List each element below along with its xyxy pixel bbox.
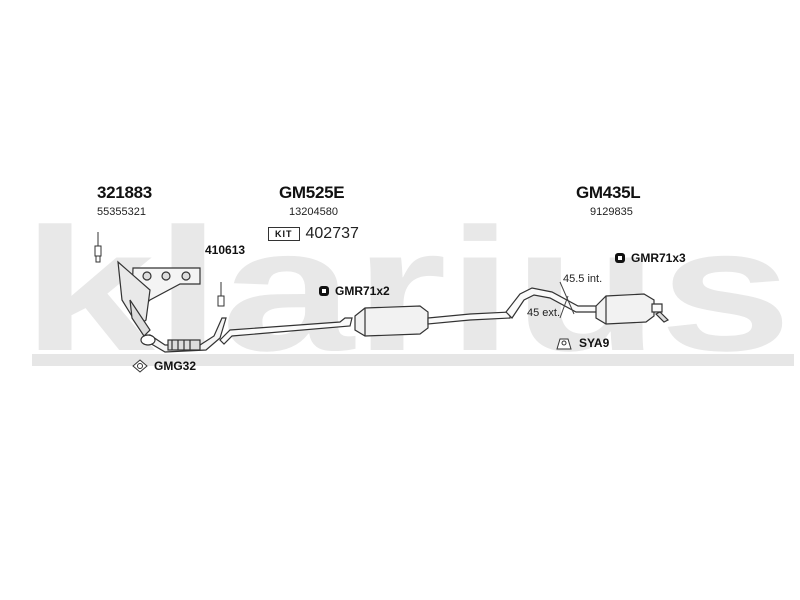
group-manifold: 321883 [97, 183, 152, 203]
mount-code: SYA9 [579, 336, 610, 350]
kit-label: KIT [268, 227, 300, 241]
oxygen-sensor-icon [217, 282, 225, 307]
lambda-sensor-icon [94, 232, 102, 263]
reference-number: 9129835 [590, 206, 633, 218]
centre-silencer-icon [354, 305, 511, 337]
rubber-mount-icon [556, 338, 572, 350]
gasket-label: GMG32 [132, 359, 196, 373]
manifold-catalyst-icon [117, 260, 201, 337]
part-number: GM525E [279, 183, 345, 202]
group-centre: GM525E [279, 183, 345, 203]
dimension-markers [559, 281, 575, 319]
clamp-icon [319, 286, 329, 296]
clamp-icon [615, 253, 625, 263]
front-pipe-icon [140, 317, 227, 353]
reference-number: 13204580 [289, 206, 338, 218]
reference-number: 55355321 [97, 206, 146, 218]
part-number: GM435L [576, 183, 641, 202]
manifold-label: 410613 [205, 243, 246, 257]
kit-number: 402737 [305, 225, 359, 242]
clamp-label-right: GMR71x3 [614, 251, 686, 265]
intermediate-pipe-icon [219, 317, 353, 345]
clamp-code: GMR71x3 [631, 251, 686, 265]
external-diameter-label: 45 ext. [527, 307, 561, 319]
clamp-label-left: GMR71x2 [318, 284, 390, 298]
part-number: 321883 [97, 183, 152, 202]
watermark-bar [32, 354, 794, 366]
group-rear: GM435L [576, 183, 641, 203]
mount-label: SYA9 [555, 335, 609, 351]
internal-diameter-label: 45.5 int. [563, 273, 603, 285]
rear-silencer-icon [595, 293, 670, 325]
clamp-code: GMR71x2 [335, 284, 390, 298]
gasket-icon [132, 359, 148, 373]
kit-badge: KIT 402737 [268, 225, 359, 243]
gasket-code: GMG32 [154, 359, 197, 373]
